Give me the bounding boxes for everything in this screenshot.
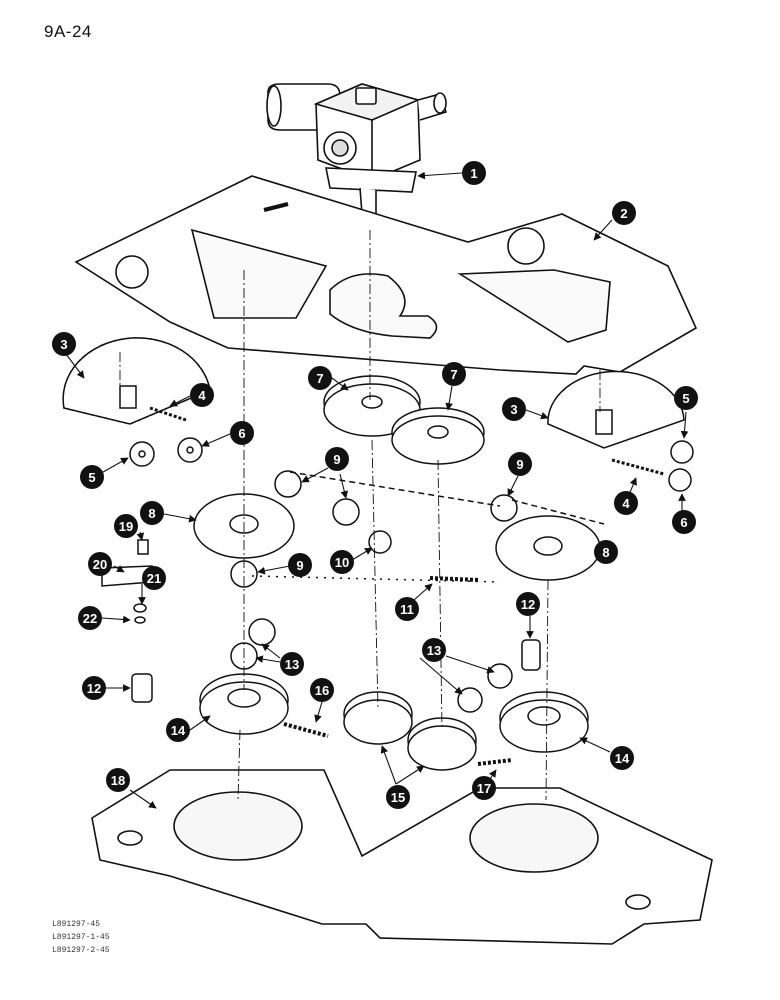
callout-3: 3 [52, 332, 76, 356]
callout-label: 9 [333, 452, 340, 467]
callout-label: 20 [93, 557, 107, 572]
callout-label: 15 [391, 790, 405, 805]
callout-12: 12 [516, 592, 540, 616]
callout-label: 1 [470, 166, 477, 181]
callout-label: 13 [285, 657, 299, 672]
callout-label: 21 [147, 571, 161, 586]
callout-label: 14 [615, 751, 630, 766]
callout-22: 22 [78, 606, 102, 630]
callout-label: 5 [88, 470, 95, 485]
callout-label: 12 [87, 681, 101, 696]
callout-label: 7 [316, 371, 323, 386]
figure-reference-codes: L891297-45 L891297-1-45 L891297-2-45 [52, 918, 110, 957]
callout-13: 13 [422, 638, 446, 662]
callout-label: 4 [198, 388, 206, 403]
callout-label: 8 [148, 506, 155, 521]
callout-6: 6 [672, 510, 696, 534]
callout-label: 7 [450, 367, 457, 382]
gearbox [266, 83, 448, 229]
callout-label: 3 [510, 402, 517, 417]
figure-ref: L891297-45 [52, 920, 101, 929]
leader-arrows [65, 171, 689, 809]
callout-label: 18 [111, 773, 125, 788]
callout-label: 13 [427, 643, 441, 658]
callout-label: 11 [400, 602, 414, 617]
callout-8: 8 [594, 540, 618, 564]
callout-3: 3 [502, 397, 526, 421]
callout-17: 17 [472, 776, 496, 800]
page-number: 9A-24 [44, 22, 92, 41]
callout-9: 9 [325, 447, 349, 471]
callout-4: 4 [190, 383, 214, 407]
figure-ref: L891297-1-45 [52, 933, 110, 942]
callout-label: 9 [516, 457, 523, 472]
callout-5: 5 [674, 386, 698, 410]
callout-7: 7 [442, 362, 466, 386]
callout-12: 12 [82, 676, 106, 700]
callout-2: 2 [612, 201, 636, 225]
callout-20: 20 [88, 552, 112, 576]
gear-assemblies [62, 337, 694, 771]
callout-7: 7 [308, 366, 332, 390]
callout-9: 9 [288, 553, 312, 577]
callout-label: 8 [602, 545, 609, 560]
callout-label: 6 [238, 426, 245, 441]
callout-label: 22 [83, 611, 97, 626]
bottom-frame [91, 769, 713, 945]
callout-5: 5 [80, 465, 104, 489]
figure-ref: L891297-2-45 [52, 946, 110, 955]
callout-label: 14 [171, 723, 186, 738]
callout-15: 15 [386, 785, 410, 809]
callout-13: 13 [280, 652, 304, 676]
callout-label: 12 [521, 597, 535, 612]
callout-18: 18 [106, 768, 130, 792]
callout-6: 6 [230, 421, 254, 445]
callout-label: 2 [620, 206, 627, 221]
callout-label: 5 [682, 391, 689, 406]
callout-14: 14 [166, 718, 190, 742]
callout-9: 9 [508, 452, 532, 476]
callout-21: 21 [142, 566, 166, 590]
callout-10: 10 [330, 550, 354, 574]
callout-label: 17 [477, 781, 491, 796]
callout-label: 16 [315, 683, 329, 698]
callout-label: 9 [296, 558, 303, 573]
callout-16: 16 [310, 678, 334, 702]
callout-label: 3 [60, 337, 67, 352]
callout-19: 19 [114, 514, 138, 538]
callout-label: 10 [335, 555, 349, 570]
callout-label: 6 [680, 515, 687, 530]
callout-label: 19 [119, 519, 133, 534]
callout-14: 14 [610, 746, 634, 770]
callout-label: 4 [622, 496, 630, 511]
callout-4: 4 [614, 491, 638, 515]
center-lines [119, 230, 601, 801]
callout-1: 1 [462, 161, 486, 185]
callout-11: 11 [395, 597, 419, 621]
callout-8: 8 [140, 501, 164, 525]
